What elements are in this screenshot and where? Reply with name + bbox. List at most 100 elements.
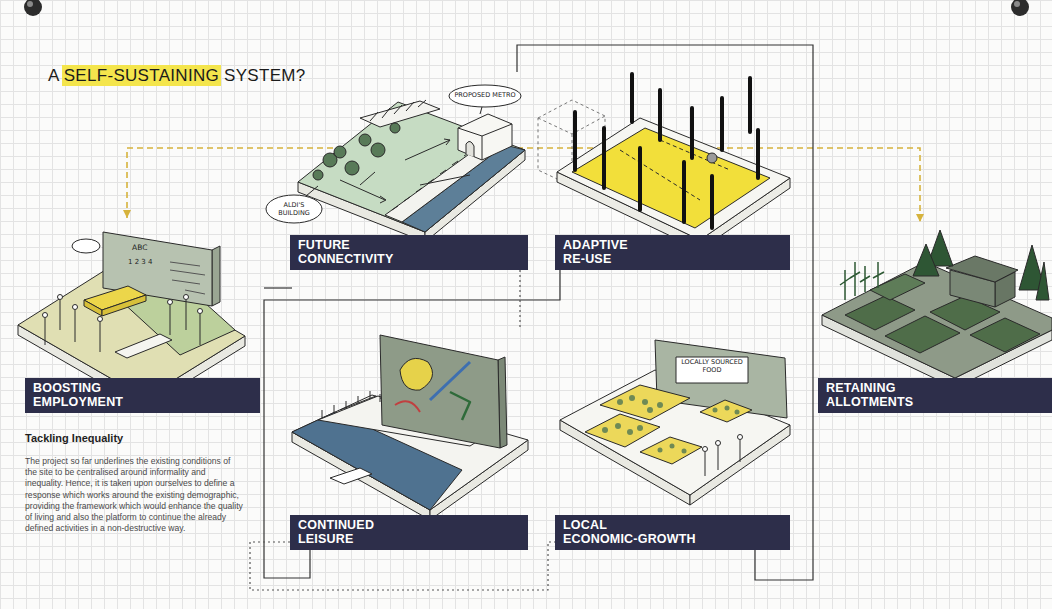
boosting-employment-sketch (170, 262, 205, 294)
boosting-employment-sketch (102, 295, 146, 316)
boosting-employment-sketch (184, 295, 189, 300)
future-connectivity-sketch (360, 101, 440, 127)
local-economic-growth-sketch (703, 447, 708, 452)
label-band: LOCAL ECONOMIC-GROWTH (555, 515, 790, 550)
future-connectivity-sketch (371, 143, 385, 157)
future-connectivity-sketch (298, 102, 525, 232)
retaining-allotments-sketch (840, 262, 884, 300)
callout-text: PROPOSED METRO (451, 92, 519, 100)
connector (519, 270, 520, 330)
local-economic-growth-sketch (716, 441, 721, 446)
local-economic-growth-sketch (617, 399, 623, 405)
future-connectivity-sketch (359, 134, 371, 146)
pin (24, 0, 1029, 16)
local-economic-growth-sketch (602, 395, 740, 454)
panel: CONTINUED LEISURE (290, 330, 528, 550)
continued-leisure-sketch (380, 335, 500, 448)
boosting-employment-sketch (72, 239, 100, 253)
future-connectivity-sketch (345, 161, 359, 175)
column-post (658, 90, 662, 140)
boosting-employment-sketch (84, 300, 102, 316)
panel: FUTURE CONNECTIVITY (290, 72, 528, 270)
retaining-allotments-sketch (946, 256, 1018, 282)
local-economic-growth-sketch (705, 440, 740, 476)
local-economic-growth-sketch (600, 385, 690, 420)
connector (264, 270, 560, 578)
local-economic-growth-sketch (627, 429, 633, 435)
title-text: A SELF-SUSTAINING SYSTEM? (48, 66, 306, 86)
column-post (720, 98, 724, 150)
future-connectivity-sketch (390, 123, 400, 133)
panel: LOCAL ECONOMIC-GROWTH (555, 330, 790, 550)
boosting-employment-sketch (58, 295, 63, 300)
panel: RETAINING ALLOTMENTS (818, 222, 1052, 413)
pin (24, 0, 42, 16)
local-economic-growth-sketch (647, 407, 653, 413)
connector-group (127, 45, 920, 590)
sign-text: LOCALLY SOURCED FOOD (677, 359, 747, 375)
leader-line (264, 287, 292, 288)
boosting-employment-sketch (43, 313, 48, 318)
pin (1011, 0, 1029, 16)
retaining-allotments-sketch (913, 244, 939, 276)
label-band: CONTINUED LEISURE (290, 515, 528, 550)
boosting-employment-sketch (98, 317, 103, 322)
label-band: FUTURE CONNECTIVITY (290, 235, 528, 270)
local-economic-growth-sketch (735, 410, 740, 415)
local-economic-growth-sketch (670, 444, 675, 449)
future-connectivity-sketch (266, 195, 322, 223)
label-band: RETAINING ALLOTMENTS (818, 378, 1052, 413)
retaining-allotments-sketch (845, 296, 915, 330)
body-text: The project so far underlines the existi… (25, 456, 243, 534)
local-economic-growth-sketch (657, 402, 663, 408)
local-economic-growth-sketch (560, 340, 790, 505)
column-post (638, 148, 642, 210)
column-post (748, 78, 752, 132)
local-economic-growth-sketch (676, 357, 748, 383)
future-connectivity-sketch (334, 146, 346, 158)
callout-text: ALDI'S BUILDING (272, 202, 316, 218)
adaptive-reuse-sketch (557, 118, 790, 240)
local-economic-growth-sketch (615, 423, 621, 429)
local-economic-growth-sketch (585, 414, 660, 447)
local-economic-growth-sketch (700, 400, 752, 422)
boosting-employment-sketch (45, 300, 200, 352)
local-economic-growth-sketch (640, 437, 702, 464)
future-connectivity-sketch (266, 85, 525, 242)
continued-leisure-sketch (395, 401, 420, 412)
adaptive-reuse-sketch (707, 153, 717, 163)
future-connectivity-sketch (306, 186, 318, 196)
retaining-allotments-sketch (970, 318, 1040, 352)
sign-text: 1 2 3 4 (128, 258, 168, 266)
column-post (690, 108, 694, 158)
column-post (710, 176, 714, 228)
local-economic-growth-sketch (637, 425, 643, 431)
column-post (575, 74, 758, 228)
local-economic-growth-sketch (725, 406, 730, 411)
sign-text: ABC (132, 243, 166, 252)
boosting-employment-sketch (212, 246, 220, 306)
pin (1014, 1, 1020, 7)
future-connectivity-sketch (480, 107, 482, 114)
pin (27, 1, 33, 7)
adaptive-reuse-sketch (572, 128, 770, 228)
boosting-employment-sketch (168, 300, 173, 305)
panel: BOOSTING EMPLOYMENT (25, 218, 260, 413)
local-economic-growth-sketch (713, 408, 718, 413)
future-connectivity-sketch (458, 114, 512, 160)
continued-leisure-sketch (330, 468, 372, 484)
panel: ADAPTIVE RE-USE (555, 72, 790, 270)
future-connectivity-sketch (466, 141, 474, 157)
label-band: ADAPTIVE RE-USE (555, 235, 790, 270)
future-connectivity-sketch (313, 170, 323, 180)
column-post (573, 112, 577, 170)
label-band: BOOSTING EMPLOYMENT (25, 378, 260, 413)
leader-line (264, 288, 292, 289)
column-post (602, 128, 606, 188)
boosting-employment-sketch (115, 334, 172, 358)
local-economic-growth-sketch (602, 427, 608, 433)
local-economic-growth-sketch (658, 448, 663, 453)
section-heading: Tackling Inequality (25, 432, 245, 445)
retaining-allotments-sketch (822, 230, 1052, 388)
